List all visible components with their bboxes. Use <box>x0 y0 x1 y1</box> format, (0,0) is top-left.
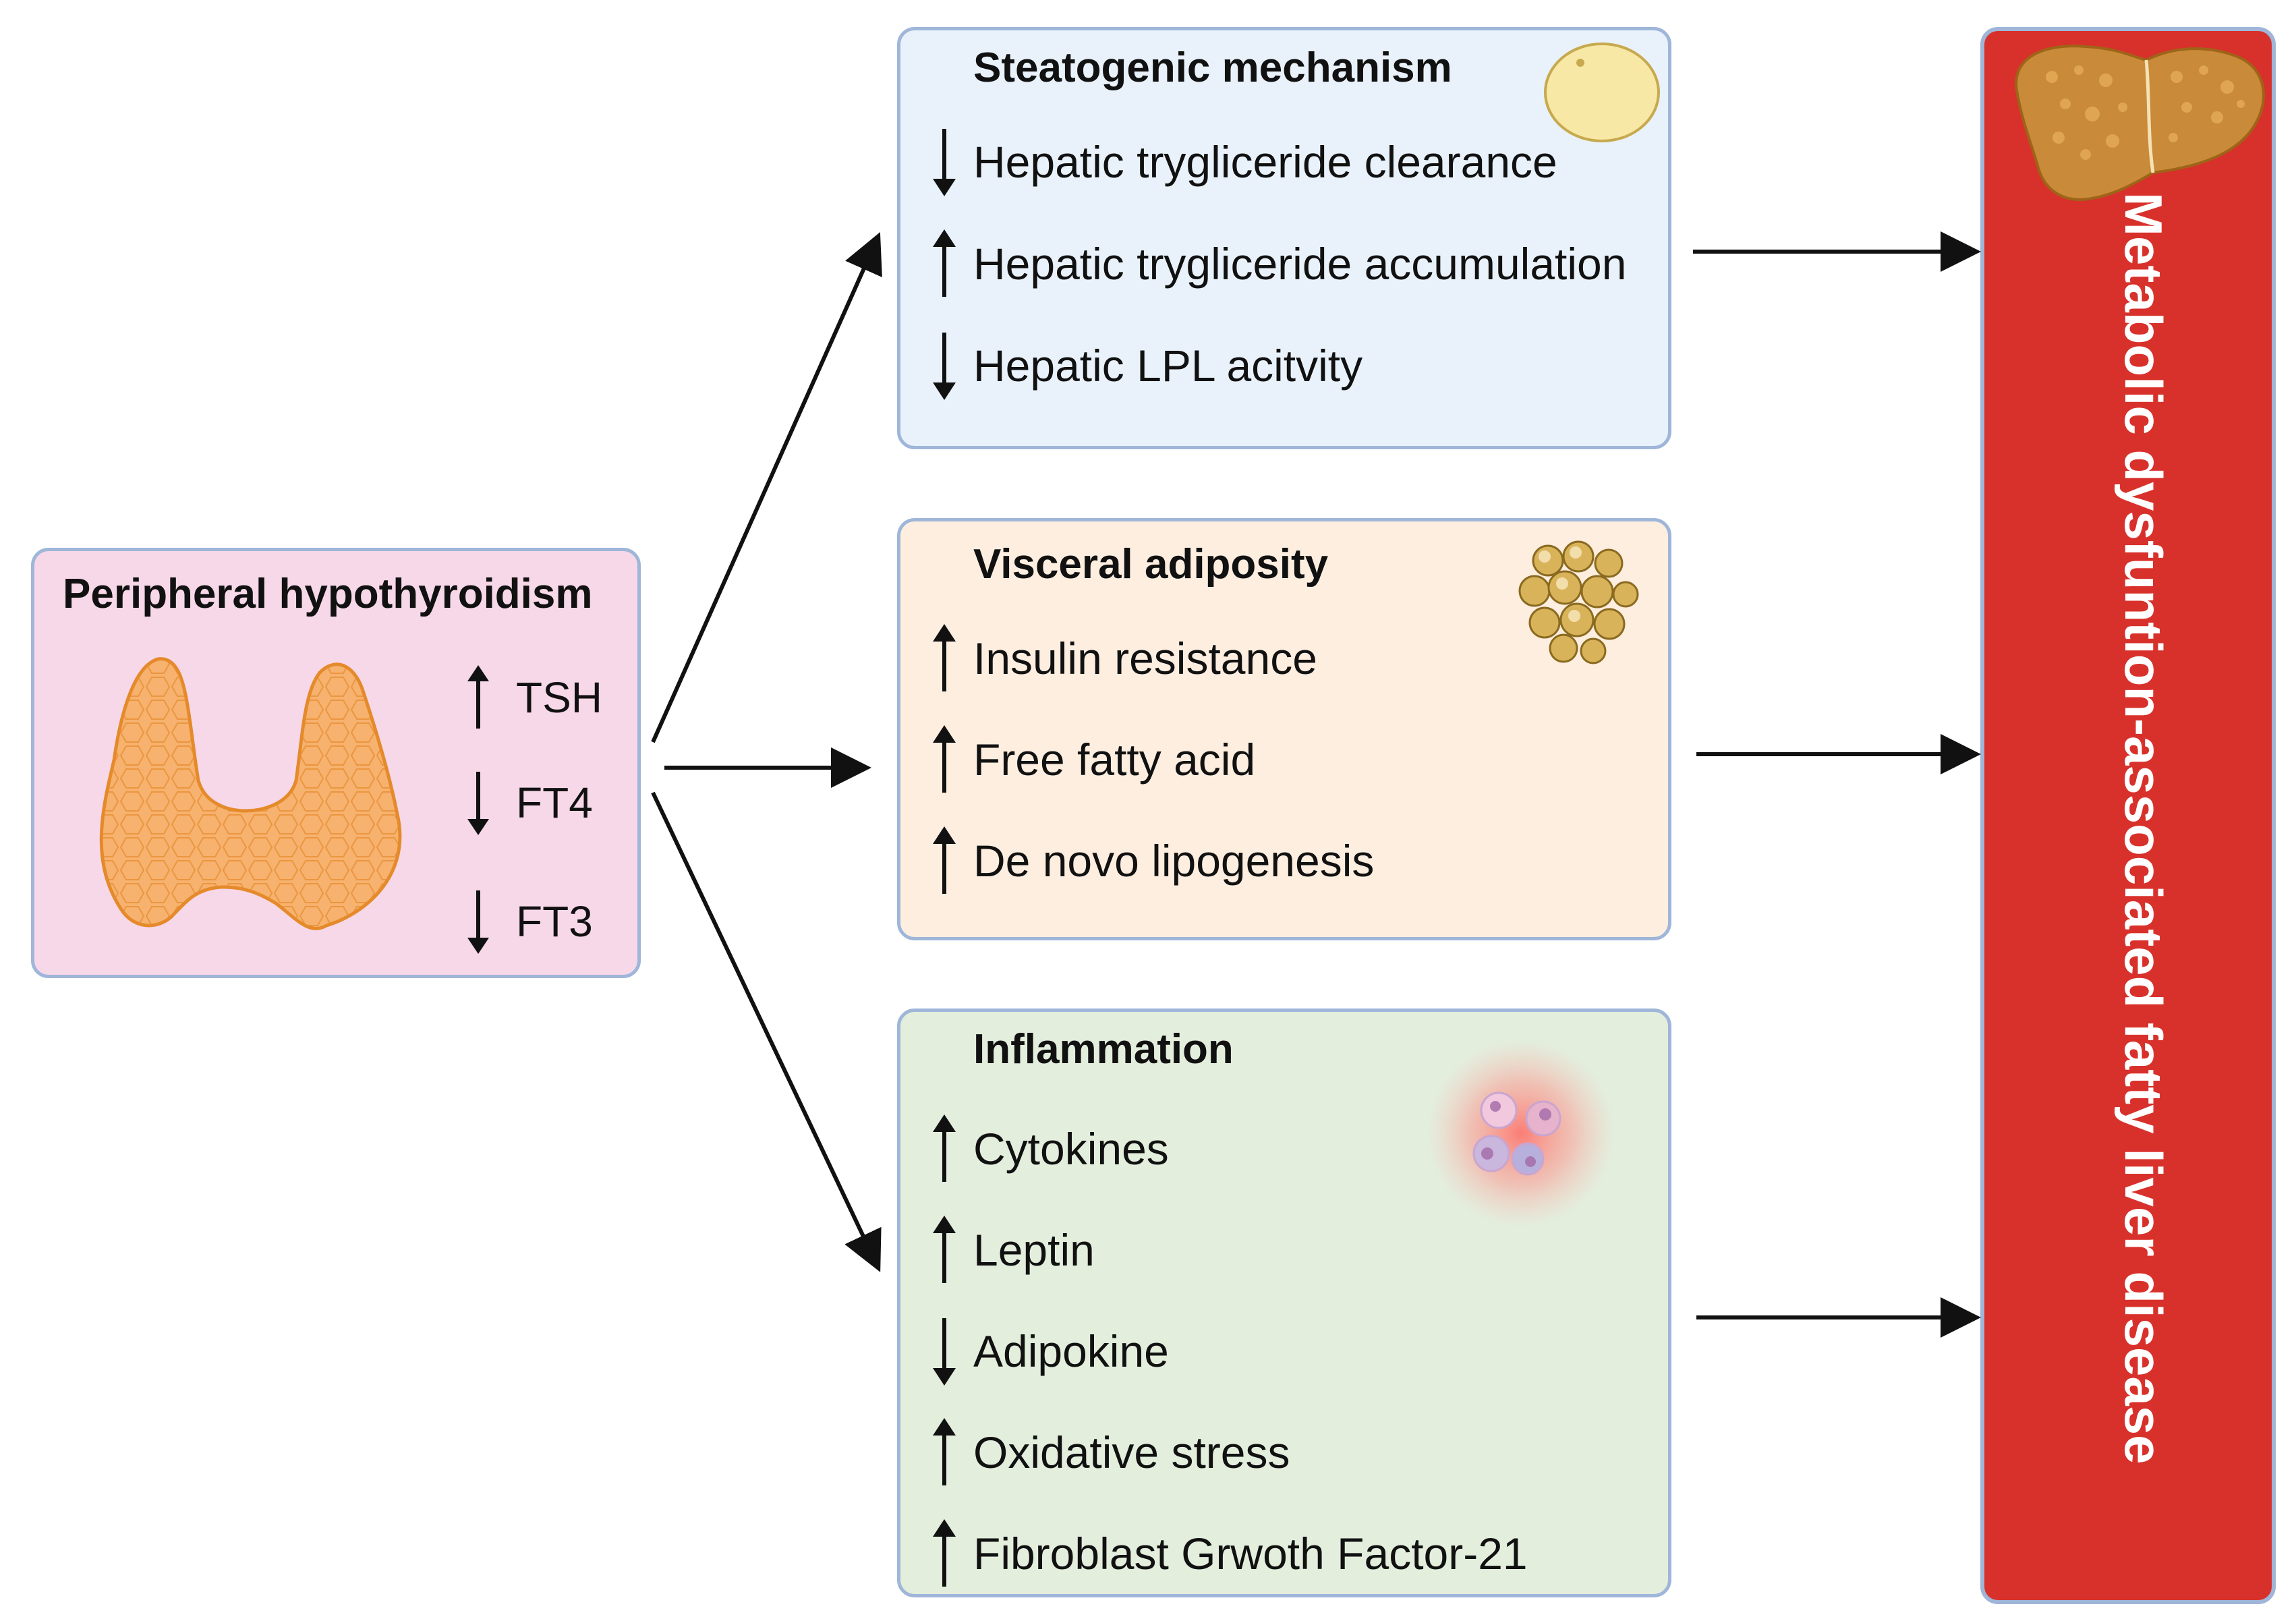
marker-tsh: TSH <box>458 660 602 735</box>
outcome-box <box>1980 27 2276 1604</box>
marker-label: FT4 <box>516 778 593 827</box>
adiposity-item: De novo lipogenesis <box>921 824 1374 898</box>
fatty-liver-icon <box>2015 45 2265 201</box>
arrow-to-steatogenic <box>651 232 882 743</box>
arrow-down-icon <box>467 890 489 954</box>
arrow-up-icon <box>933 1114 956 1182</box>
inflammation-item: Fibroblast Grwoth Factor-21 <box>921 1516 1528 1591</box>
inflammation-item: Oxidative stress <box>921 1415 1290 1489</box>
arrow-up-icon <box>933 624 956 691</box>
arrow-up-icon <box>467 665 489 729</box>
inflammation-box: Inflammation Cytokines Leptin Adipokine <box>897 1009 1671 1597</box>
arrow-down-icon <box>933 129 956 196</box>
marker-label: FT3 <box>516 897 593 946</box>
steatogenic-item: Hepatic LPL acitvity <box>921 329 1362 403</box>
inflammation-item: Cytokines <box>921 1112 1169 1186</box>
outcome-label: Metabolic dysfuntion-associated fatty li… <box>2114 192 2173 1465</box>
marker-label: TSH <box>516 673 602 722</box>
marker-ft3: FT3 <box>458 884 593 959</box>
adiposity-item: Free fatty acid <box>921 722 1255 797</box>
arrow-up-icon <box>933 229 956 297</box>
arrow-to-inflammation <box>651 791 882 1272</box>
adiposity-box: Visceral adiposity Insulin resistance Fr… <box>897 518 1671 940</box>
arrow-up-icon <box>933 826 956 894</box>
adiposity-item: Insulin resistance <box>921 621 1317 695</box>
adipocyte-cluster-icon <box>1518 540 1639 664</box>
steatogenic-item: Hepatic trygliceride accumulation <box>921 227 1626 301</box>
arrow-down-icon <box>933 1318 956 1386</box>
arrow-up-icon <box>933 1519 956 1587</box>
arrow-up-icon <box>933 1418 956 1485</box>
immune-cells-icon <box>1427 1039 1615 1228</box>
inflammation-item: Leptin <box>921 1213 1095 1287</box>
arrow-down-icon <box>467 772 489 835</box>
inflammation-item: Adipokine <box>921 1314 1169 1388</box>
steatogenic-title: Steatogenic mechanism <box>973 45 1452 91</box>
arrow-up-icon <box>933 725 956 793</box>
inflammation-title: Inflammation <box>973 1026 1234 1073</box>
steatogenic-item: Hepatic trygliceride clearance <box>921 125 1557 199</box>
steatogenic-box: Steatogenic mechanism Hepatic trygliceri… <box>897 27 1671 449</box>
hypothyroidism-title: Peripheral hypothyroidism <box>63 571 593 617</box>
hypothyroidism-box: Peripheral hypothyroidism TSH FT4 FT3 <box>31 548 641 978</box>
marker-ft4: FT4 <box>458 766 593 840</box>
lipid-droplet-icon <box>1544 42 1660 142</box>
adiposity-title: Visceral adiposity <box>973 541 1329 588</box>
arrow-down-icon <box>933 333 956 400</box>
thyroid-icon <box>99 657 402 931</box>
arrow-up-icon <box>933 1216 956 1283</box>
